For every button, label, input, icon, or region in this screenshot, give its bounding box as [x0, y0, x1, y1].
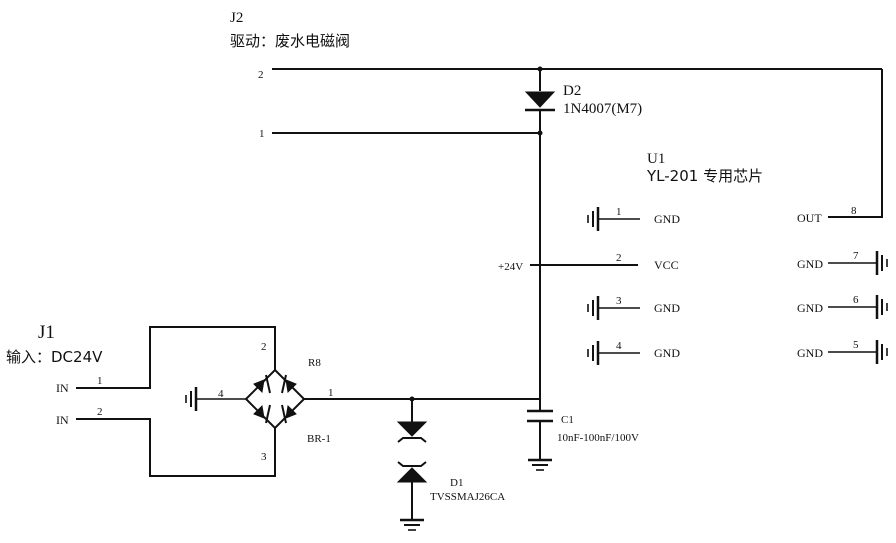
u1-pin8-num: 8	[851, 205, 857, 217]
bridge-rectifier: R8 BR-1 2 3 4 1	[184, 341, 334, 463]
j2-connector: J2 驱动：废水电磁阀 2 1	[230, 10, 882, 140]
u1-pin3-name: GND	[654, 301, 680, 315]
c1-capacitor: C1 10nF-100nF/100V	[526, 409, 639, 472]
j2-ref: J2	[230, 10, 243, 26]
j1-pin1-label: IN	[56, 381, 69, 395]
ground-symbol-tvs	[398, 518, 426, 532]
u1-pin8-name: OUT	[797, 211, 822, 225]
u1-desc: YL-201 专用芯片	[646, 167, 763, 185]
d2-diode-symbol	[524, 91, 556, 108]
ground-symbol-pin6	[875, 293, 889, 321]
u1-pin7-name: GND	[797, 257, 823, 271]
u1-pin1-name: GND	[654, 212, 680, 226]
j2-pin1-num: 1	[259, 128, 265, 140]
wire-j1-pin1-to-bridge	[76, 326, 276, 389]
u1-pin2-num: 2	[616, 252, 622, 264]
u1-pin2-name: VCC	[654, 258, 679, 272]
ground-symbol-pin1	[586, 205, 600, 233]
j1-pin2-label: IN	[56, 413, 69, 427]
d1-tvs-diode: D1 TVSSMAJ26CA	[396, 399, 505, 532]
bridge-ref: R8	[308, 357, 321, 369]
ground-symbol-pin5	[875, 338, 889, 366]
u1-pin1-num: 1	[616, 206, 622, 218]
d1-value: TVSSMAJ26CA	[430, 491, 505, 503]
net-label-24v: +24V	[498, 261, 523, 273]
d2-value: 1N4007(M7)	[563, 101, 642, 117]
u1-chip: U1 YL-201 专用芯片 1 GND 2 VCC 3 GND 4 GND O…	[586, 69, 889, 367]
junction-d2	[537, 130, 543, 136]
u1-pin3-num: 3	[616, 295, 622, 307]
d2-diode: D2 1N4007(M7)	[524, 69, 642, 133]
ground-symbol-pin3	[586, 294, 600, 322]
u1-pin4-num: 4	[616, 340, 622, 352]
c1-value: 10nF-100nF/100V	[557, 432, 639, 444]
u1-pin4-name: GND	[654, 346, 680, 360]
ground-symbol-c1	[526, 458, 554, 472]
c1-ref: C1	[561, 414, 574, 426]
j2-desc: 驱动：废水电磁阀	[230, 32, 350, 50]
u1-pin6-name: GND	[797, 301, 823, 315]
ground-symbol-bridge	[184, 385, 198, 413]
bridge-pin4-num: 4	[218, 388, 224, 400]
bridge-value: BR-1	[307, 433, 331, 445]
junction-top	[537, 66, 543, 72]
u1-ref: U1	[647, 151, 665, 167]
u1-pin5-num: 5	[853, 339, 859, 351]
j1-pin2-num: 2	[97, 406, 103, 418]
bridge-pin1-num: 1	[328, 387, 334, 399]
wire-out-to-j2	[828, 69, 883, 218]
bridge-pin3-num: 3	[261, 451, 267, 463]
bridge-outline	[244, 368, 306, 430]
d2-ref: D2	[563, 83, 581, 99]
j1-desc: 输入：DC24V	[6, 348, 103, 366]
u1-pin5-name: GND	[797, 346, 823, 360]
bridge-pin2-num: 2	[261, 341, 267, 353]
j1-connector: J1 输入：DC24V IN 1 IN 2	[6, 322, 276, 477]
ground-symbol-pin4	[586, 339, 600, 367]
u1-pin7-num: 7	[853, 250, 859, 262]
j1-pin1-num: 1	[97, 375, 103, 387]
ground-symbol-pin7	[875, 249, 889, 277]
j1-ref: J1	[38, 322, 55, 343]
j2-pin2-num: 2	[258, 69, 264, 81]
u1-pin6-num: 6	[853, 294, 859, 306]
wire-j1-pin2-to-bridge	[76, 418, 276, 477]
d1-ref: D1	[450, 477, 463, 489]
